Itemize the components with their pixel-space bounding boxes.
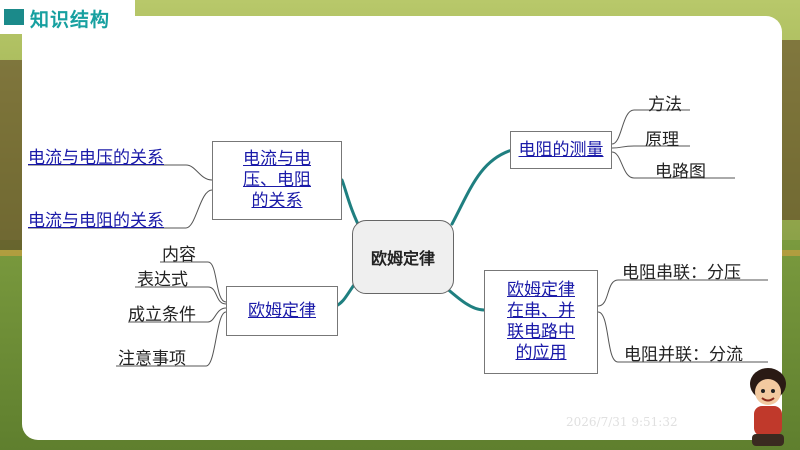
connector-measurement-leaf-3 (611, 151, 735, 179)
leaf-parallel-current-division: 电阻并联：分流 (624, 345, 743, 365)
leaf-method: 方法 (648, 95, 682, 115)
connector-application-leaf-2 (597, 311, 768, 363)
connector-ohm-leaf-2 (135, 286, 227, 305)
node-application-line-1: 欧姆定律 (507, 280, 575, 300)
node-ohm-law-label: 欧姆定律 (248, 300, 316, 321)
center-node-ohm-law: 欧姆定律 (352, 220, 454, 294)
node-relation-line-2: 压、电阻 (243, 170, 311, 190)
connector-ohm-leaf-1 (160, 261, 227, 303)
connector-relation-leaf-1 (28, 164, 213, 181)
leaf-current-resistance-relation[interactable]: 电流与电阻的关系 (28, 211, 164, 231)
connector-measurement-leaf-2 (611, 145, 690, 149)
connector-center-to-measurement (450, 148, 514, 226)
node-ohm-law[interactable]: 欧姆定律 (226, 286, 338, 336)
cartoon-character-illustration (750, 368, 786, 446)
background-wood-left (0, 60, 22, 250)
timestamp-watermark: 2026/7/31 9:51:32 (566, 415, 678, 429)
leaf-notes: 注意事项 (118, 349, 186, 369)
connector-ohm-leaf-3 (128, 307, 227, 323)
leaf-current-voltage-relation[interactable]: 电流与电压的关系 (28, 148, 164, 168)
leaf-expression: 表达式 (137, 270, 188, 290)
node-application-line-3: 联电路中 (507, 322, 575, 342)
leaf-content: 内容 (162, 245, 196, 265)
leaf-conditions: 成立条件 (128, 305, 196, 325)
background-wood-right (782, 40, 800, 220)
header: 知识结构 (0, 0, 135, 34)
header-square-icon (4, 9, 24, 25)
node-current-voltage-resistance-relation[interactable]: 电流与电 压、电阻 的关系 (212, 141, 342, 220)
leaf-series-voltage-division: 电阻串联：分压 (622, 263, 741, 283)
connector-measurement-leaf-1 (611, 109, 690, 145)
connector-application-leaf-1 (597, 279, 768, 307)
node-application-line-2: 在串、并 (507, 301, 575, 321)
connector-relation-leaf-2 (28, 189, 213, 229)
leaf-principle: 原理 (645, 130, 679, 150)
node-relation-line-1: 电流与电 (243, 149, 311, 169)
page-title: 知识结构 (30, 9, 111, 31)
node-measurement-label: 电阻的测量 (518, 139, 604, 160)
node-relation-line-3: 的关系 (251, 191, 303, 211)
node-resistance-measurement[interactable]: 电阻的测量 (510, 131, 612, 169)
leaf-circuit-diagram: 电路图 (655, 162, 706, 182)
node-application-line-4: 的应用 (515, 343, 567, 363)
node-series-parallel-application[interactable]: 欧姆定律 在串、并 联电路中 的应用 (484, 270, 598, 374)
connector-ohm-leaf-4 (116, 311, 227, 367)
